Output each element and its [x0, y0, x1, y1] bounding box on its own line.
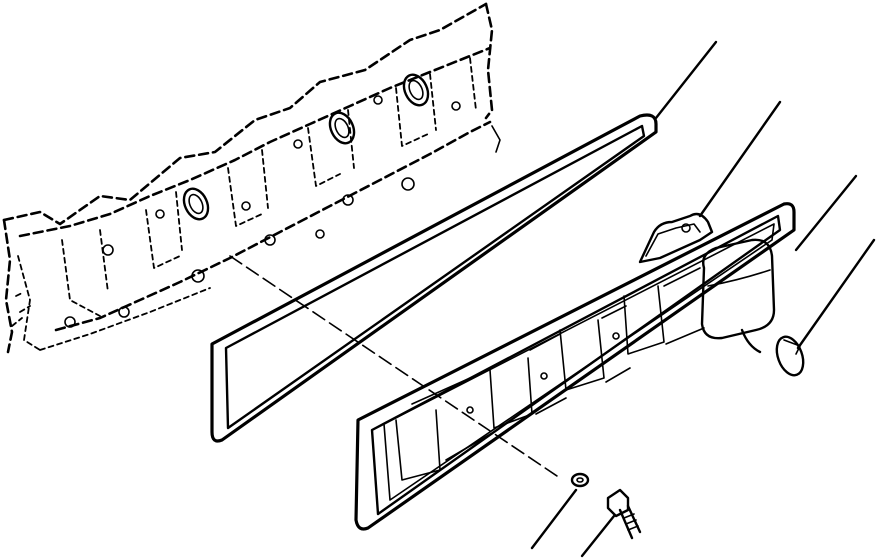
valve-cover [354, 202, 796, 531]
lifting-bracket [638, 212, 714, 264]
assembly-centerline [229, 255, 561, 479]
leader-washer [530, 488, 578, 550]
washer [570, 472, 590, 488]
leader-valve-cover [794, 174, 858, 252]
leader-hose-clamp [796, 238, 876, 350]
head-cover-gasket [210, 113, 658, 443]
bolt [606, 488, 642, 540]
callout-leaders [530, 40, 876, 558]
leader-lifting-bracket [698, 100, 782, 218]
leader-gasket [654, 40, 718, 120]
leader-bolt [580, 514, 616, 558]
cylinder-head-phantom [2, 2, 501, 354]
